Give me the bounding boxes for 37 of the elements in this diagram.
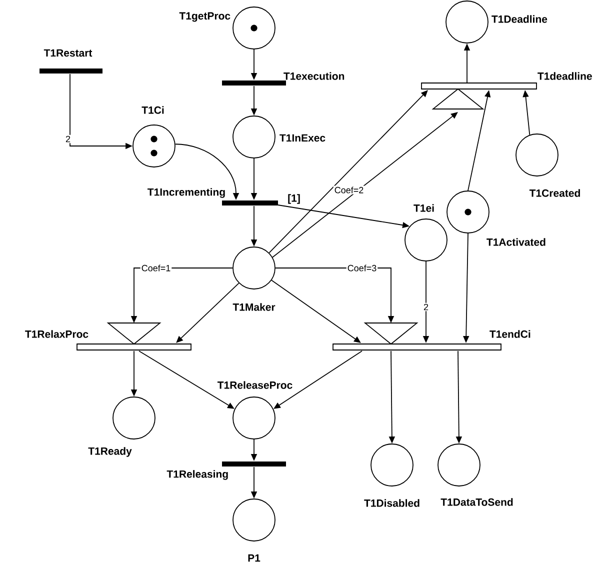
- node-label: T1Ci: [142, 106, 164, 114]
- transition-bar: T1deadline: [421, 72, 592, 110]
- edge-label: Coef=2: [333, 186, 365, 194]
- node-label: T1Incrementing: [148, 188, 225, 198]
- arrow: [271, 280, 361, 343]
- transition-bar: T1Incrementing: [148, 188, 278, 206]
- transition-bar: T1RelaxProc: [25, 322, 192, 350]
- edge-label: Coef=1: [140, 264, 172, 272]
- node-label: T1Maker: [232, 303, 276, 311]
- node-label: T1getProc: [179, 12, 230, 22]
- node-label: T1Created: [529, 189, 580, 197]
- edge-label: Coef=3: [346, 264, 378, 272]
- node-label: T1Deadline: [492, 15, 548, 23]
- arrow: [176, 282, 240, 343]
- arrow: [272, 112, 458, 258]
- node-label: T1endCi: [490, 330, 530, 338]
- node-label: T1Restart: [44, 49, 92, 57]
- node-label: T1execution: [284, 72, 344, 80]
- weight-label: [1]: [288, 194, 300, 204]
- node-label: T1Ready: [88, 447, 132, 457]
- node-label: P1: [248, 554, 260, 562]
- node-label: T1Disabled: [364, 499, 420, 507]
- node-label: T1DataToSend: [440, 498, 513, 506]
- node-label: T1InExec: [280, 134, 326, 142]
- node-label: T1RelaxProc: [25, 330, 88, 338]
- arrow: [268, 90, 428, 254]
- transition-bar: T1execution: [222, 72, 344, 86]
- node-label: T1deadline: [538, 72, 592, 80]
- node-label: T1ReleaseProc: [217, 381, 292, 389]
- transition-bar: T1Releasing: [166, 462, 286, 480]
- transition-bar: T1endCi: [332, 322, 530, 350]
- node-label: T1Activated: [486, 238, 546, 246]
- node-label: T1Releasing: [166, 470, 228, 480]
- edge-label: 2: [422, 302, 430, 312]
- edge-label: 2: [64, 134, 72, 144]
- transition-bar: T1Restart: [40, 49, 102, 74]
- node-label: T1ei: [414, 204, 434, 212]
